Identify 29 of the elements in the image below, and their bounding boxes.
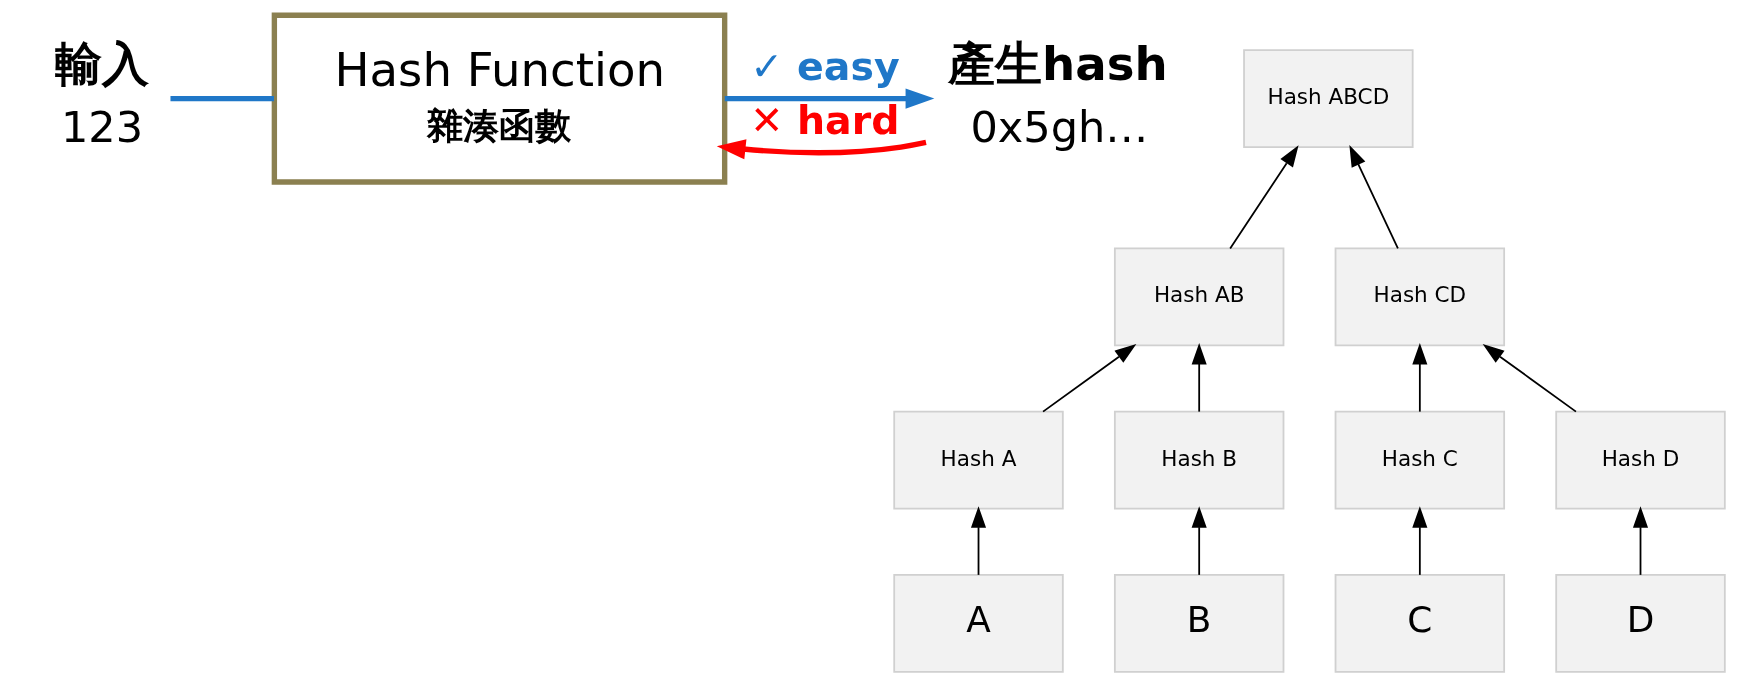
node-box: Hash C [1334, 410, 1505, 510]
arrow [1348, 145, 1399, 250]
arrow [1041, 344, 1136, 413]
arrow [1482, 344, 1577, 413]
node-box: B [1113, 574, 1284, 673]
node-box: Hash ABCD [1242, 49, 1414, 148]
node-box: Hash Function 雜湊函數 [271, 12, 727, 185]
arrow [1191, 506, 1207, 576]
node-box: A [892, 574, 1064, 673]
node-text: 產生hash 0x5gh… [947, 37, 1168, 153]
node-box: C [1334, 574, 1505, 673]
node-box: D [1554, 574, 1726, 673]
arrow [724, 88, 934, 109]
arrow [1228, 145, 1299, 250]
arrow [970, 506, 986, 576]
edge-label: ✕ hard [749, 96, 899, 143]
arrow [716, 139, 927, 160]
connector [170, 95, 274, 102]
node-box: Hash A [892, 410, 1064, 510]
arrow [1411, 506, 1427, 576]
arrow [1632, 506, 1648, 576]
node-box: Hash AB [1113, 247, 1284, 347]
node-box: Hash B [1113, 410, 1284, 510]
edge-label: ✓ easy [749, 42, 900, 89]
arrow [1411, 343, 1427, 413]
node-text: 輸入 123 [54, 37, 149, 153]
node-box: Hash CD [1334, 247, 1505, 347]
node-box: Hash D [1554, 410, 1726, 510]
arrow [1191, 343, 1207, 413]
